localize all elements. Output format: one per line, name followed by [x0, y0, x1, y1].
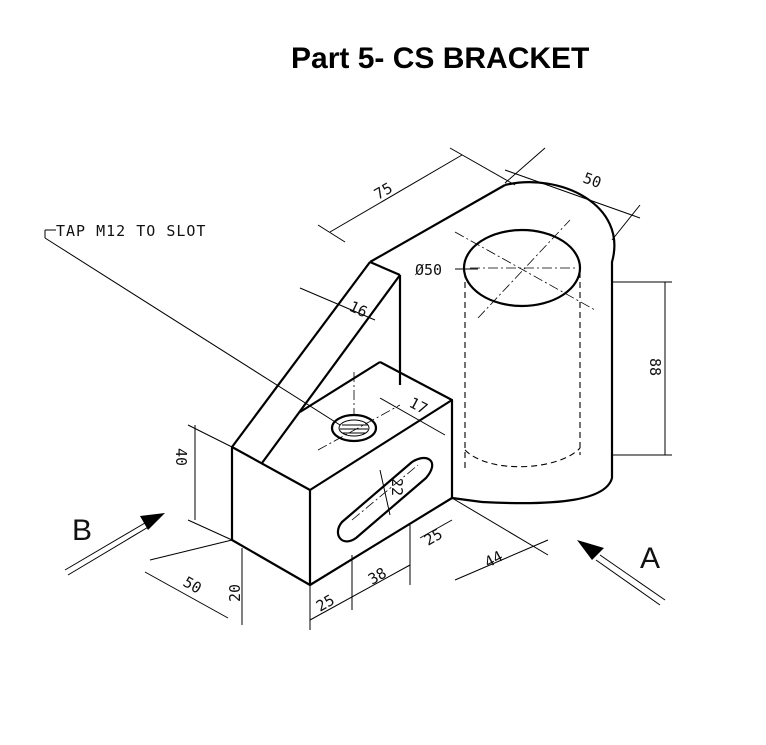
view-a-shaft-2 [595, 559, 661, 606]
view-b-shaft [64, 519, 151, 571]
dim-25-38-line [309, 564, 411, 621]
web-rib [231, 261, 401, 464]
boss-bottom-edge [451, 496, 483, 504]
dim-17-line [379, 397, 446, 436]
rib-back-edge [261, 274, 401, 464]
view-b-label: B [72, 514, 92, 547]
bore-hidden-bottom [464, 447, 581, 468]
dim-44-ext [451, 497, 549, 556]
dim-dia50-text: Ø50 [415, 261, 442, 279]
base-block [230, 361, 454, 587]
cylinder-boss [369, 181, 616, 505]
dim-50-top-line [504, 169, 641, 219]
view-arrow-b: B [64, 513, 165, 576]
rib-front-edge [231, 261, 371, 448]
dim-75-text: 75 [371, 179, 396, 204]
tap-note: TAP M12 TO SLOT [44, 222, 341, 426]
view-b-arrowhead [140, 513, 165, 530]
dim-40-text: 40 [172, 448, 190, 466]
drawing-title: Part 5- CS BRACKET [291, 42, 590, 75]
dim-44-line [454, 539, 549, 581]
base-rear-top-edge [299, 361, 381, 413]
dim-50-base-ext [149, 539, 233, 561]
dim-88-text: 88 [646, 358, 664, 376]
dim-25-b-line [419, 519, 453, 539]
dim-50-ext-left [504, 147, 546, 184]
dim-17-text: 17 [406, 394, 430, 418]
dim-50-ext-right [611, 204, 641, 241]
view-a-arrowhead [577, 540, 604, 560]
dim-75-line [329, 154, 463, 233]
dim-44-text: 44 [481, 547, 505, 571]
view-b-shaft-2 [67, 525, 151, 576]
dim-50-base-line [144, 571, 229, 619]
boss-top-corner [369, 260, 401, 277]
dim-16-line [299, 287, 376, 321]
bore-hole [462, 228, 582, 308]
dim-16-text: 16 [346, 297, 370, 321]
bore-centre-line-2 [477, 219, 571, 319]
dim-50-top-text: 50 [581, 169, 604, 192]
dim-40-ext-top [187, 424, 233, 448]
boss-outline [481, 181, 616, 505]
view-a-shaft [599, 554, 666, 601]
dim-20-text: 20 [226, 584, 244, 602]
base-outline [230, 361, 454, 587]
dim-40-ext-bottom [187, 519, 233, 541]
dimension-lines [144, 147, 672, 630]
through-slot [336, 456, 434, 543]
dim-22-text: 22 [388, 478, 406, 496]
dim-25-a-text: 25 [313, 591, 338, 616]
dim-38-text: 38 [365, 564, 390, 589]
view-a-label: A [640, 542, 660, 575]
dim-75-ext-left [317, 224, 346, 243]
tap-note-text: TAP M12 TO SLOT [56, 222, 206, 240]
bore-centre-line-1 [454, 231, 596, 311]
dim-25-b-text: 25 [421, 525, 446, 550]
note-leader [44, 237, 341, 426]
dim-75-ext-right [449, 147, 516, 186]
tap-centre-line-2 [317, 404, 401, 451]
dim-22-line [379, 469, 391, 516]
boss-top-left-edge [369, 184, 506, 263]
view-arrow-a: A [577, 540, 666, 606]
tapped-hole-inner [338, 419, 370, 437]
